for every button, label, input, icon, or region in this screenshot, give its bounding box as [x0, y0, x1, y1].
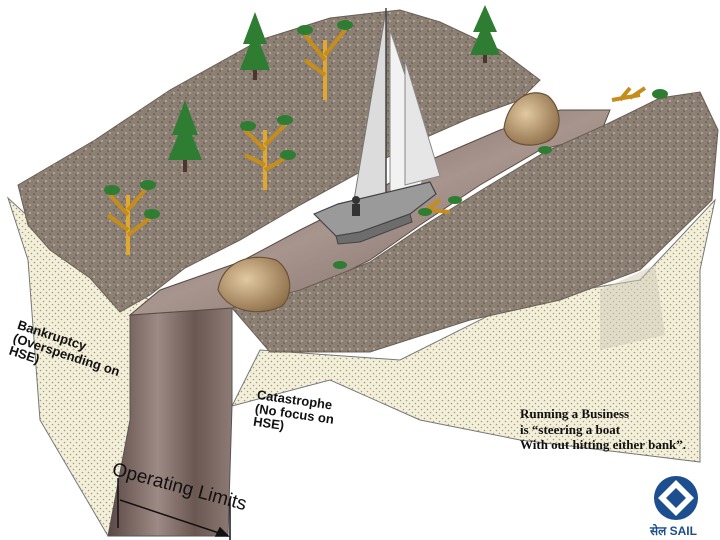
caption-line-1: Running a Business [520, 406, 686, 422]
caption-line-2: is “steering a boat [520, 422, 686, 438]
pine-tree-icon [470, 5, 500, 63]
bush-icon [612, 88, 668, 100]
caption: Running a Business is “steering a boat W… [520, 406, 686, 453]
caption-line-3: With out hitting either bank”. [520, 437, 686, 453]
logo-text: सेल SAIL [650, 522, 697, 539]
